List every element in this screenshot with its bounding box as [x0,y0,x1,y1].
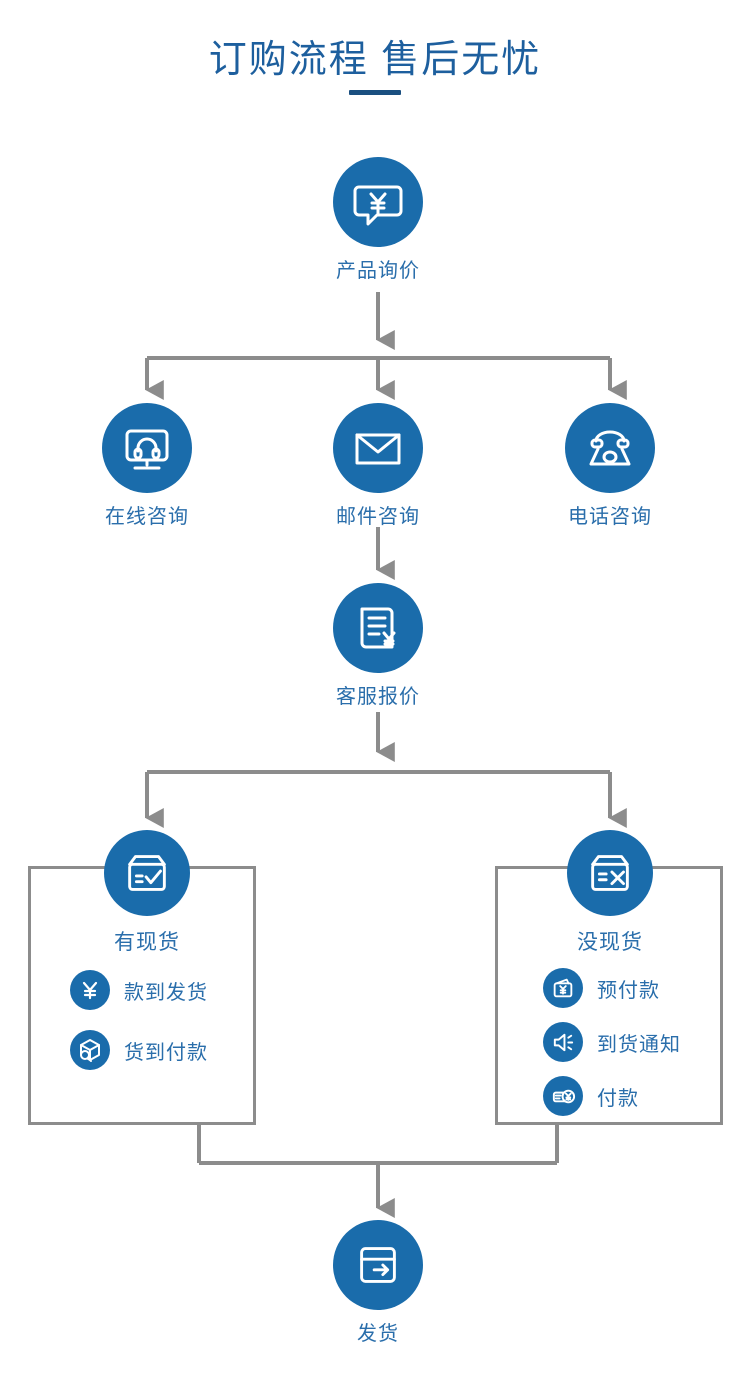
list-item[interactable]: 到货通知 [543,1022,681,1062]
node-label: 客服报价 [336,686,420,708]
card-yen-icon [543,1076,583,1116]
list-item-label: 款到发货 [124,981,208,1004]
speech-bubble-yen-icon [333,157,423,247]
list-item[interactable]: 预付款 [543,968,681,1008]
box-arrow-out-icon [333,1220,423,1310]
telephone-icon [565,403,655,493]
stock-label: 有现货 [114,931,180,954]
node-label: 邮件咨询 [336,506,420,528]
node-label: 发货 [357,1323,399,1345]
node-customer-service-quote[interactable]: 客服报价 [298,583,458,710]
list-item-label: 付款 [597,1087,639,1110]
node-label: 在线咨询 [105,506,189,528]
out-of-stock-options: 预付款 到货通知 付款 [543,968,681,1116]
yen-circle-icon [70,970,110,1010]
list-item-label: 预付款 [597,979,660,1002]
node-out-of-stock[interactable]: 没现货 [530,830,690,956]
node-online-consultation[interactable]: 在线咨询 [67,403,227,530]
page-title-text: 订购流程 售后无忧 [208,39,542,81]
node-in-stock[interactable]: 有现货 [67,830,227,956]
box-check-icon [104,830,190,916]
page-title: 订购流程 售后无忧 [0,36,750,95]
node-email-consultation[interactable]: 邮件咨询 [298,403,458,530]
in-stock-options: 款到发货 货到付款 [70,970,208,1090]
wallet-yen-icon [543,968,583,1008]
envelope-icon [333,403,423,493]
speaker-notify-icon [543,1022,583,1062]
list-item-label: 货到付款 [124,1041,208,1064]
node-phone-consultation[interactable]: 电话咨询 [530,403,690,530]
node-label: 电话咨询 [568,506,652,528]
box-cross-icon [567,830,653,916]
document-yen-icon [333,583,423,673]
node-shipping[interactable]: 发货 [298,1220,458,1347]
title-underline-accent [349,90,401,95]
list-item[interactable]: 货到付款 [70,1030,208,1070]
stock-label: 没现货 [577,931,643,954]
list-item[interactable]: 付款 [543,1076,681,1116]
node-product-inquiry[interactable]: 产品询价 [298,157,458,284]
list-item[interactable]: 款到发货 [70,970,208,1010]
list-item-label: 到货通知 [597,1033,681,1056]
monitor-headset-icon [102,403,192,493]
package-search-icon [70,1030,110,1070]
node-label: 产品询价 [336,260,420,282]
